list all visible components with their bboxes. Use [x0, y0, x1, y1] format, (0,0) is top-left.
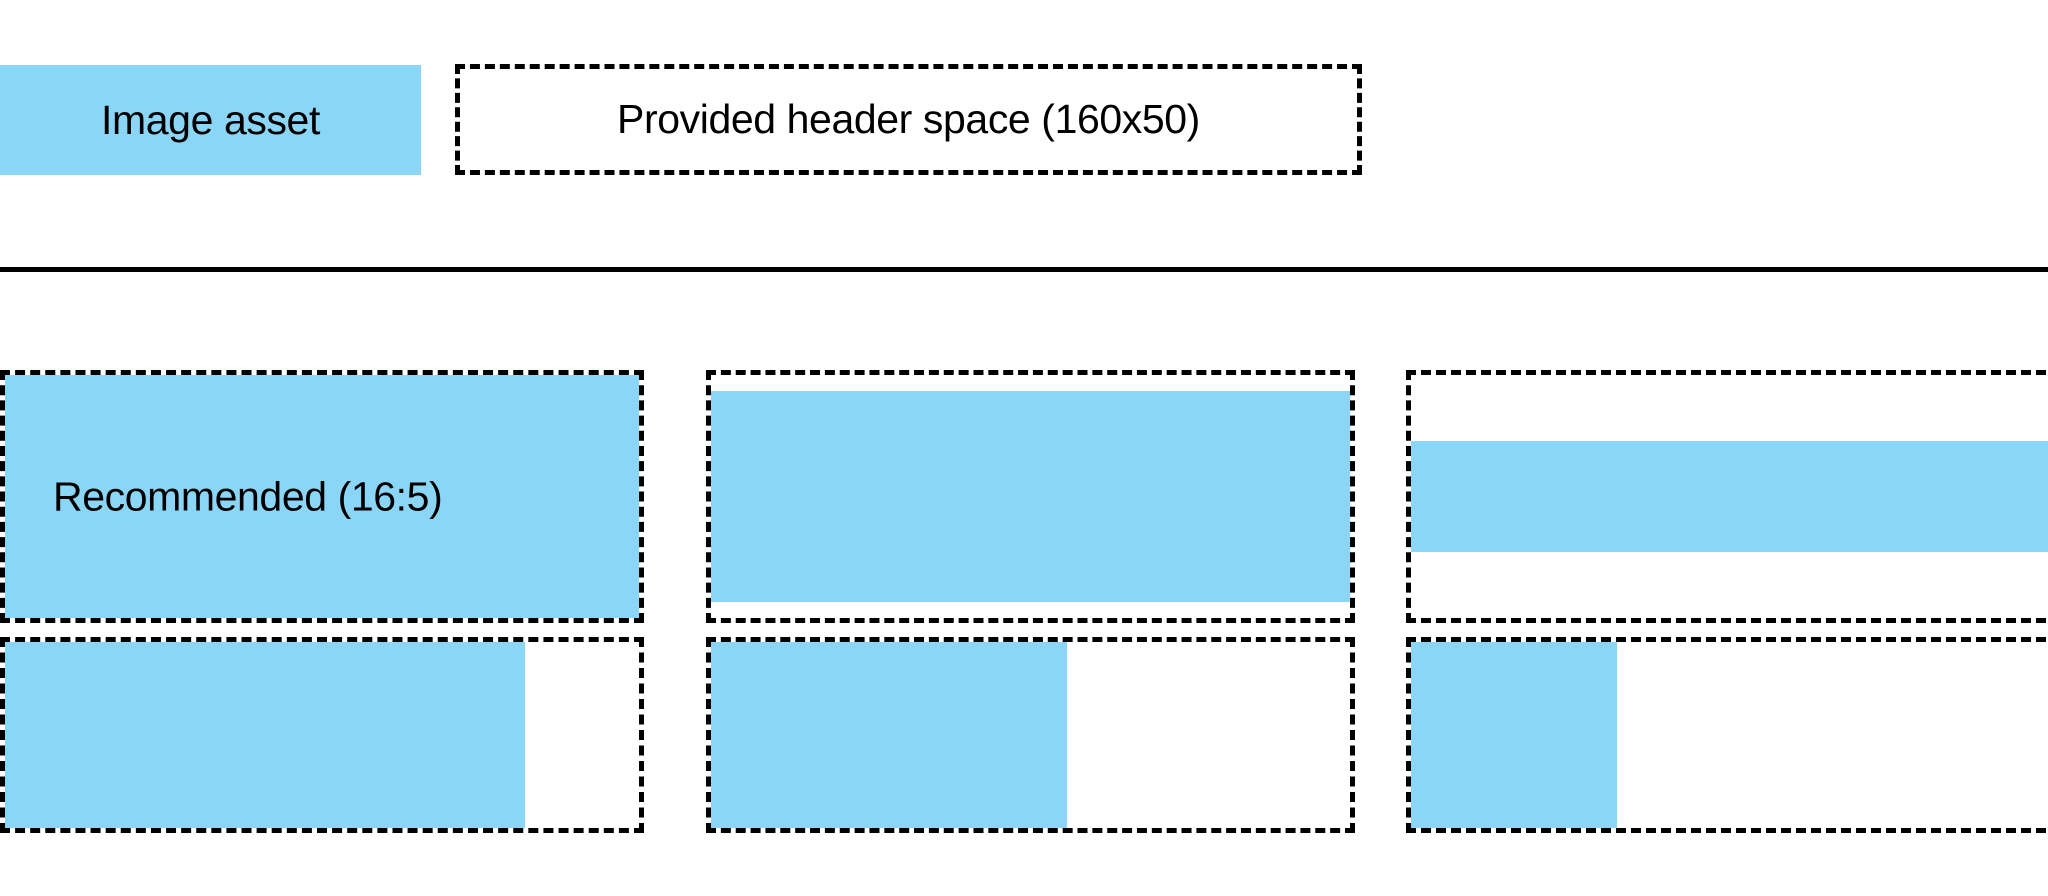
legend-header-space-box: Provided header space (160x50): [455, 64, 1362, 175]
asset-fill-pillarbox-narrow: [1411, 642, 1617, 828]
asset-fill-letterbox-wide-short: [1411, 441, 2048, 552]
spec-caption-recommended: Recommended (16:5): [53, 473, 443, 519]
spec-box-pillarbox-medium: [706, 637, 1355, 833]
legend-header-space-label: Provided header space (160x50): [617, 96, 1200, 142]
spec-box-pillarbox-wide: [0, 637, 644, 833]
spec-box-letterbox-wide-short: [1406, 370, 2048, 623]
asset-fill-letterbox-horizontal: [711, 391, 1350, 602]
legend-image-asset-swatch: Image asset: [0, 65, 421, 175]
spec-box-recommended: Recommended (16:5): [0, 370, 644, 623]
legend-image-asset-label: Image asset: [101, 96, 320, 143]
spec-box-letterbox-horizontal: [706, 370, 1355, 623]
asset-fill-recommended: [5, 375, 639, 618]
section-divider: [0, 267, 2048, 272]
asset-fill-pillarbox-medium: [711, 642, 1067, 828]
spec-box-pillarbox-narrow: [1406, 637, 2048, 833]
asset-fill-pillarbox-wide: [5, 642, 525, 828]
